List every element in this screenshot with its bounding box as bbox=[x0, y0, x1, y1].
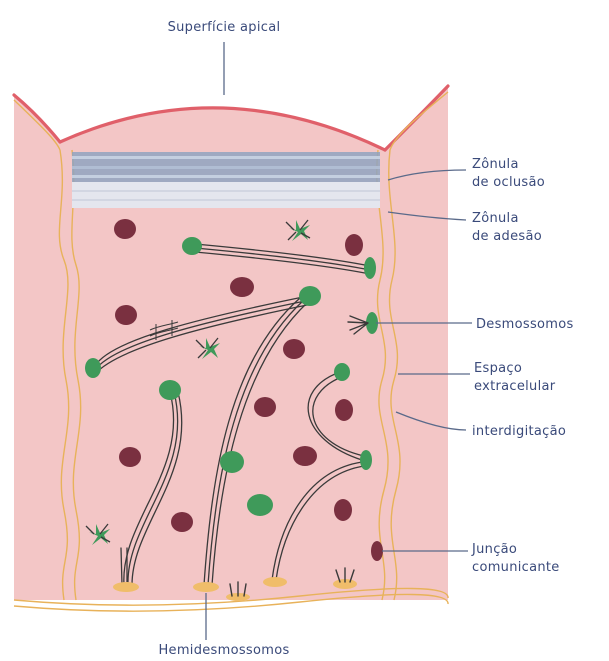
organelle bbox=[283, 339, 305, 359]
organelle bbox=[114, 219, 136, 239]
desmosome bbox=[299, 286, 321, 306]
label-adherens-junction-line1: Zônula bbox=[472, 211, 519, 226]
desmosome bbox=[364, 257, 376, 279]
organelle bbox=[230, 277, 254, 297]
organelle bbox=[171, 512, 193, 532]
desmosome bbox=[360, 450, 372, 470]
hemidesmosome bbox=[113, 582, 139, 592]
label-gap-junction-line1: Junção bbox=[471, 542, 517, 557]
label-desmosomes: Desmossomos bbox=[476, 317, 574, 332]
organelle bbox=[254, 397, 276, 417]
tight-junction-band bbox=[72, 152, 380, 182]
label-tight-junction-line2: de oclusão bbox=[472, 175, 545, 190]
desmosome bbox=[159, 380, 181, 400]
label-interdigitation: interdigitação bbox=[472, 424, 566, 439]
organelle bbox=[115, 305, 137, 325]
organelle bbox=[119, 447, 141, 467]
right-neighbor-cell bbox=[385, 86, 448, 600]
desmosome bbox=[182, 237, 202, 255]
organelle bbox=[335, 399, 353, 421]
label-hemidesmosomes: Hemidesmossomos bbox=[158, 643, 289, 658]
desmosome bbox=[85, 358, 101, 378]
organelle bbox=[293, 446, 317, 466]
label-apical-surface: Superfície apical bbox=[168, 20, 281, 35]
label-extracellular-space-line1: Espaço bbox=[474, 361, 522, 376]
hemidesmosome bbox=[193, 582, 219, 592]
desmosome bbox=[220, 451, 244, 473]
desmosome bbox=[247, 494, 273, 516]
organelle bbox=[345, 234, 363, 256]
label-tight-junction-line1: Zônula bbox=[472, 157, 519, 172]
left-neighbor-cell bbox=[14, 95, 60, 600]
gap-junction bbox=[371, 541, 383, 561]
desmosome bbox=[334, 363, 350, 381]
label-adherens-junction-line2: de adesão bbox=[472, 229, 542, 244]
organelle bbox=[334, 499, 352, 521]
label-extracellular-space-line2: extracelular bbox=[474, 379, 556, 394]
label-gap-junction-line2: comunicante bbox=[472, 560, 560, 575]
adherens-junction-band bbox=[72, 182, 380, 208]
hemidesmosome bbox=[263, 577, 287, 587]
